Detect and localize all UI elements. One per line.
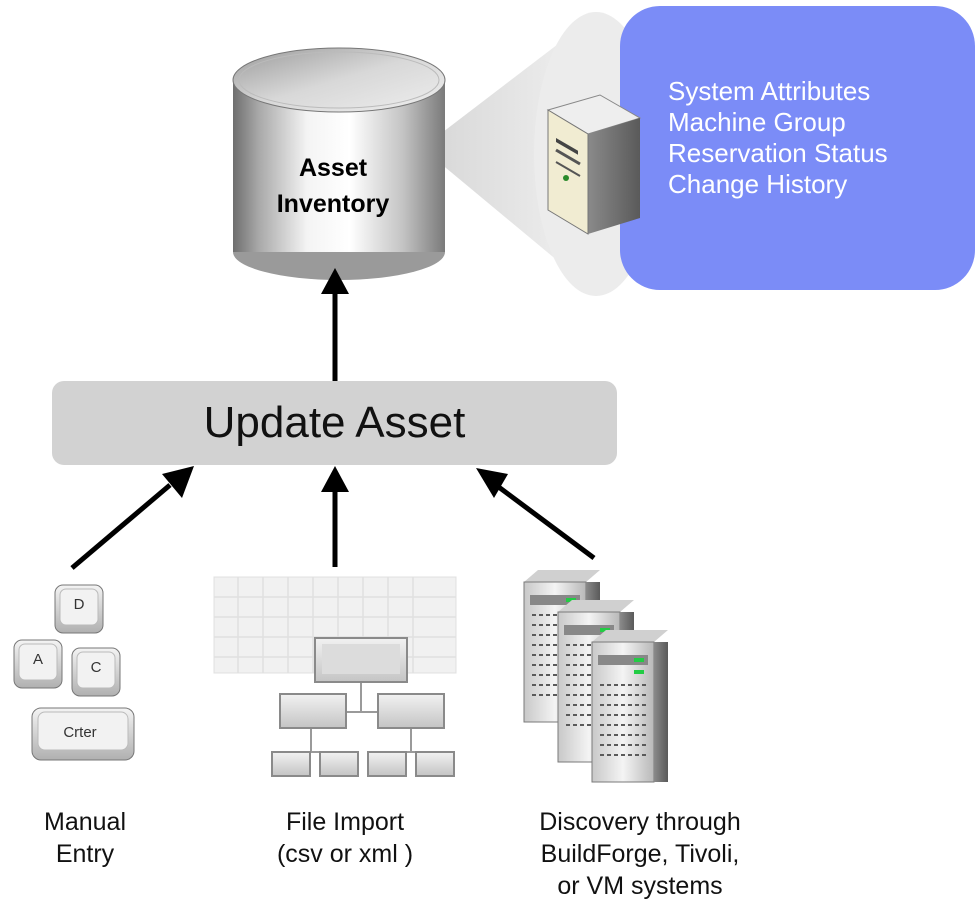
arrow-manual-to-update-head: [162, 466, 194, 498]
server-tower-3: [591, 630, 668, 783]
manual-entry-caption-line2: Entry: [55, 840, 115, 868]
arrow-discovery-to-update: [494, 482, 596, 561]
discovery-caption: Discovery through BuildForge, Tivoli, or…: [495, 806, 785, 902]
manual-entry-caption-line1: Manual: [44, 808, 126, 836]
update-asset-label: Update Asset: [203, 398, 466, 447]
key-a: [13, 639, 63, 689]
callout-item-machine-group: Machine Group: [668, 107, 846, 137]
file-import-caption-line2: (csv or xml ): [276, 840, 414, 868]
panel-mid-right: [377, 693, 445, 729]
discovery-caption-line3: or VM systems: [557, 872, 723, 900]
key-d-label: D: [74, 596, 85, 613]
arrow-file-to-update-head: [321, 466, 349, 492]
asset-inventory-label: Asset Inventory: [268, 150, 398, 222]
key-a-label: A: [33, 651, 43, 668]
asset-inventory-label-line2: Inventory: [276, 190, 390, 218]
key-enter: [31, 707, 135, 761]
panel-bottom-row: [271, 751, 455, 777]
key-c-label: C: [91, 659, 102, 676]
key-d: [54, 584, 104, 634]
asset-inventory-label-line1: Asset: [298, 154, 368, 182]
panel-mid-left: [279, 693, 347, 729]
manual-entry-caption: Manual Entry: [10, 806, 160, 870]
asset-inventory-database: [232, 47, 446, 280]
panel-top: [314, 637, 408, 683]
keyboard-keys-icon: D A C Crter: [13, 584, 135, 761]
arrow-manual-to-update: [70, 483, 172, 570]
key-c: [71, 647, 121, 697]
discovery-servers-icon: [523, 570, 668, 783]
callout-attribute-list: System Attributes Machine Group Reservat…: [668, 76, 968, 200]
callout-item-system-attributes: System Attributes: [668, 76, 871, 106]
discovery-caption-line1: Discovery through: [539, 808, 741, 836]
update-asset-box: Update Asset: [52, 381, 617, 465]
arrow-discovery-to-update-head: [476, 468, 508, 498]
arrow-update-to-inventory-head: [321, 268, 349, 294]
callout-server-icon: [546, 94, 642, 235]
key-enter-label: Crter: [63, 724, 96, 741]
file-import-caption-line1: File Import: [285, 808, 405, 836]
callout-box: [620, 6, 975, 290]
discovery-caption-line2: BuildForge, Tivoli,: [540, 840, 740, 868]
file-import-caption: File Import (csv or xml ): [240, 806, 450, 870]
callout-item-reservation-status: Reservation Status: [668, 138, 888, 168]
callout-item-change-history: Change History: [668, 169, 848, 199]
file-import-icon: [213, 576, 457, 777]
